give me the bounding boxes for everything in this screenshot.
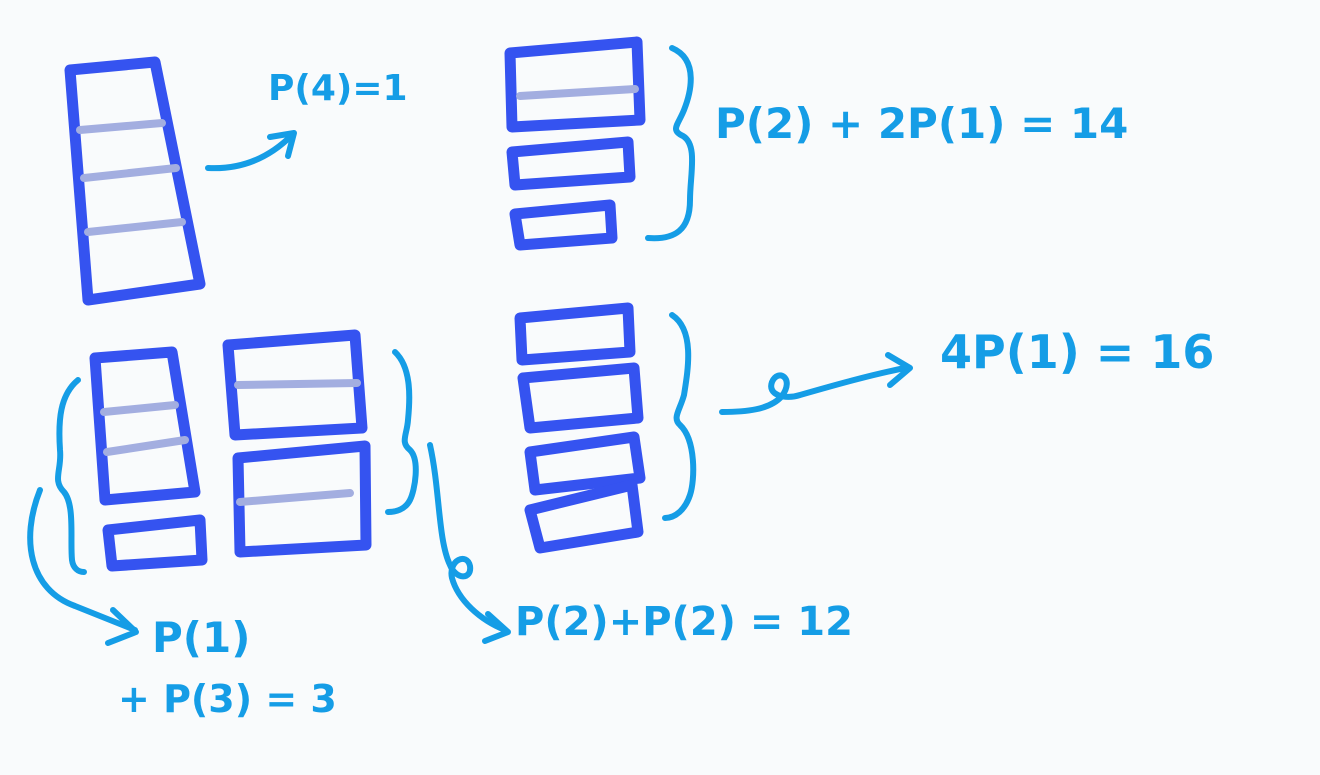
piece-length-2 [222, 329, 368, 441]
piece-length-1 [509, 199, 618, 251]
piece-length-2 [504, 36, 646, 133]
piece-length-1 [524, 479, 644, 554]
rod-split-1-1-1-1 [514, 302, 646, 554]
arrow [205, 132, 295, 172]
piece-length-1 [517, 362, 644, 434]
label-four-ones: 4P(1) = 16 [940, 325, 1214, 379]
cut-mark [76, 119, 166, 134]
rod-uncut [64, 56, 206, 306]
piece-length-1 [102, 514, 208, 572]
piece-length-1 [506, 136, 636, 191]
cut-mark [84, 218, 186, 236]
label-one-plus-three-line1: P(1) [152, 613, 250, 662]
piece-length-2 [232, 440, 372, 558]
cut-mark [80, 164, 180, 182]
arrow-head [885, 352, 913, 388]
arrow [27, 487, 138, 633]
cut-mark [103, 436, 189, 456]
rod-split-2-2 [222, 329, 372, 558]
piece-length-1 [524, 431, 646, 496]
piece-length-3 [89, 346, 201, 506]
label-two-plus-two: P(2)+P(2) = 12 [515, 599, 853, 645]
arrow-head [105, 607, 139, 646]
curly-brace [662, 312, 697, 521]
curly-brace [385, 349, 419, 515]
curly-brace [54, 377, 87, 575]
label-one-plus-three-line2: + P(3) = 3 [118, 677, 337, 721]
cut-mark [516, 85, 639, 100]
arrow [719, 365, 908, 415]
arrow-head [267, 130, 297, 159]
curly-brace [645, 45, 696, 242]
piece-length-1 [514, 302, 636, 366]
cut-mark [236, 489, 354, 506]
cut-mark [234, 379, 361, 389]
label-single-piece: P(4)=1 [268, 68, 408, 109]
rod-outline [64, 56, 206, 306]
arrow [427, 442, 508, 633]
cut-mark [100, 401, 179, 416]
arrow-head [482, 611, 511, 644]
label-two-plus-one-one: P(2) + 2P(1) = 14 [715, 99, 1128, 148]
rod-split-1-3 [89, 346, 208, 572]
rod-split-2-1-1 [504, 36, 646, 251]
